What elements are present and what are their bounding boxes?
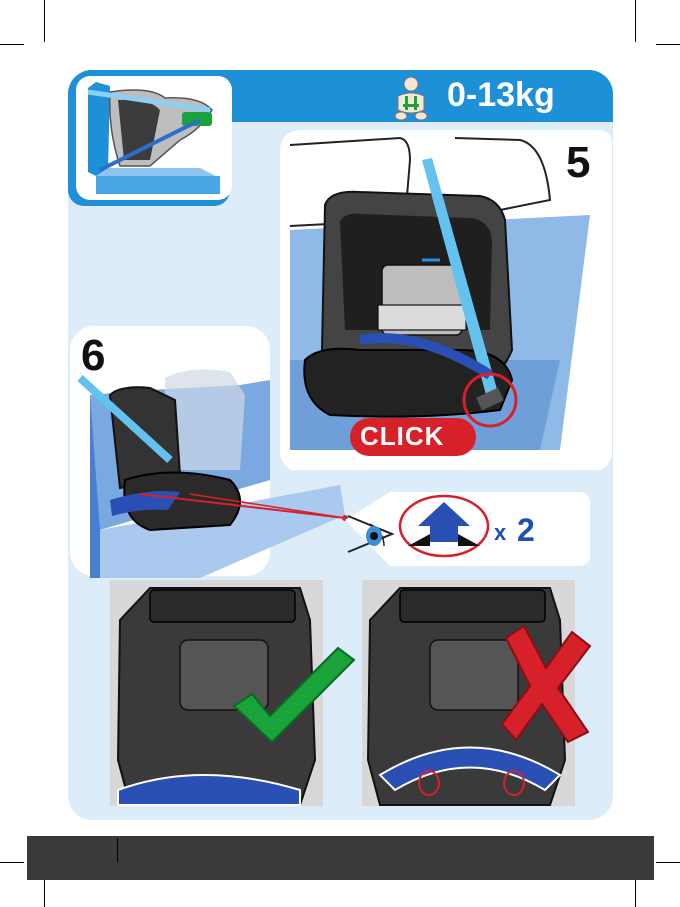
weight-range-label: 0-13kg xyxy=(447,76,555,115)
repeat-prefix: x xyxy=(494,520,506,546)
footer-bar xyxy=(27,836,654,880)
click-callout: CLICK xyxy=(360,421,444,452)
checkmark-icon xyxy=(230,644,356,744)
eye-icon xyxy=(344,506,400,562)
repeat-count: 2 xyxy=(517,512,535,549)
arrow-up-icon xyxy=(398,494,490,558)
step-5-number: 5 xyxy=(566,138,590,188)
cross-icon xyxy=(500,624,592,744)
step-6-number: 6 xyxy=(81,331,105,381)
footer-divider xyxy=(117,838,118,862)
child-with-harness-icon xyxy=(390,76,432,122)
